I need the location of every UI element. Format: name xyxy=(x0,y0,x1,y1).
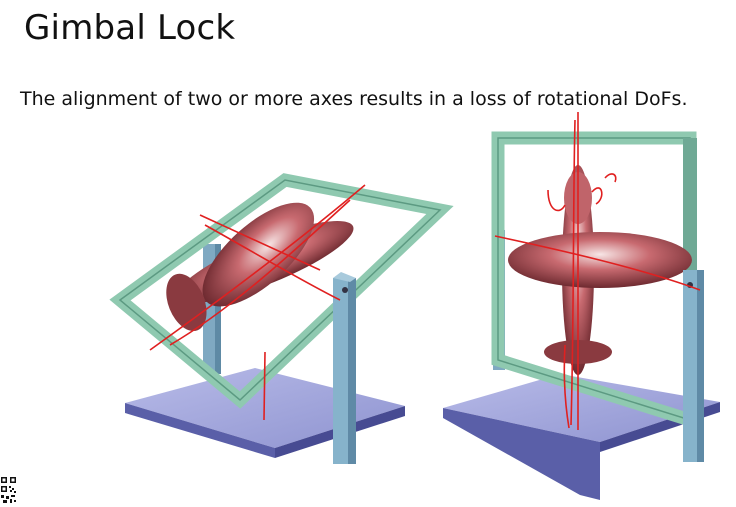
left-base-edge xyxy=(125,403,275,458)
slide-subtitle: The alignment of two or more axes result… xyxy=(20,88,688,110)
right-front-post xyxy=(683,270,699,462)
left-rotation-axes-annotation xyxy=(149,184,366,421)
right-rotation-axes-annotation xyxy=(494,112,701,430)
right-base-edge xyxy=(443,408,600,500)
left-gimbal xyxy=(109,173,454,464)
right-airplane xyxy=(508,165,692,375)
right-gimbal xyxy=(443,112,720,500)
qr-code-icon xyxy=(0,476,17,504)
left-front-post xyxy=(333,278,350,464)
left-tilted-frame xyxy=(109,173,454,409)
right-base-plate xyxy=(443,374,720,442)
slide-title: Gimbal Lock xyxy=(24,8,236,48)
